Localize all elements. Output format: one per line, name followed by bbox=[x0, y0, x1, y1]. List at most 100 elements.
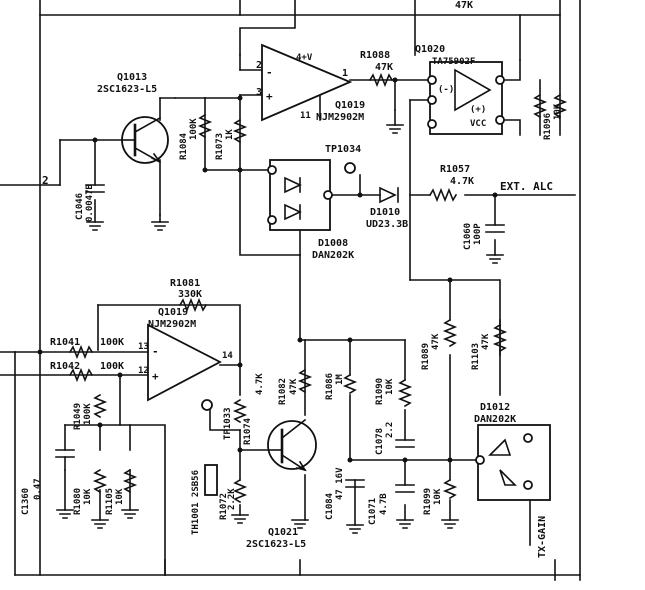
resistor-r1096: R1096 10K bbox=[532, 93, 568, 140]
diode-d1010: D1010 UD23.3B bbox=[366, 186, 408, 230]
resistor-r1081: R1081 330K bbox=[170, 278, 208, 313]
svg-text:100K: 100K bbox=[100, 337, 124, 348]
svg-text:NJM2902M: NJM2902M bbox=[148, 319, 196, 330]
svg-text:R1041: R1041 bbox=[50, 337, 80, 348]
svg-text:UD23.3B: UD23.3B bbox=[366, 219, 408, 230]
svg-text:14: 14 bbox=[222, 351, 233, 361]
svg-text:4.7B: 4.7B bbox=[379, 493, 389, 515]
svg-text:10K: 10K bbox=[433, 488, 443, 505]
svg-text:D1012: D1012 bbox=[480, 402, 510, 413]
resistor-r1086: R1086 1M bbox=[325, 373, 358, 400]
svg-text:+: + bbox=[266, 90, 273, 103]
svg-text:0.47: 0.47 bbox=[33, 478, 43, 500]
svg-text:0.0047B: 0.0047B bbox=[85, 183, 95, 222]
svg-text:4.7K: 4.7K bbox=[450, 176, 474, 187]
svg-text:2.2K: 2.2K bbox=[227, 488, 237, 510]
svg-text:TH1001 2SB56: TH1001 2SB56 bbox=[191, 470, 201, 535]
svg-text:R1042: R1042 bbox=[50, 361, 80, 372]
svg-text:2: 2 bbox=[256, 60, 262, 71]
svg-text:47K: 47K bbox=[431, 333, 441, 350]
svg-text:C1084: C1084 bbox=[325, 492, 335, 520]
svg-text:47K: 47K bbox=[375, 62, 393, 73]
svg-text:10K: 10K bbox=[83, 488, 93, 505]
svg-text:R1103: R1103 bbox=[471, 343, 481, 370]
svg-text:2.2: 2.2 bbox=[385, 422, 395, 438]
svg-text:Q1013: Q1013 bbox=[117, 72, 147, 83]
svg-text:4.7K: 4.7K bbox=[255, 373, 265, 395]
svg-text:11: 11 bbox=[300, 111, 311, 121]
svg-text:D1010: D1010 bbox=[370, 207, 400, 218]
svg-text:10K: 10K bbox=[385, 378, 395, 395]
svg-text:13: 13 bbox=[138, 342, 149, 352]
resistor-r1073: R1073 1K bbox=[215, 118, 248, 160]
svg-text:100P: 100P bbox=[473, 223, 483, 245]
svg-text:R1074: R1074 bbox=[243, 417, 253, 445]
resistor-r1088: R1088 47K bbox=[360, 50, 394, 88]
svg-text:Q1019: Q1019 bbox=[158, 307, 188, 318]
svg-text:47 16V: 47 16V bbox=[335, 467, 345, 500]
svg-text:D1008: D1008 bbox=[318, 238, 348, 249]
svg-text:47K: 47K bbox=[455, 0, 473, 11]
capacitor-c1084: C1084 47 16V bbox=[325, 467, 365, 520]
svg-text:R1099: R1099 bbox=[423, 488, 433, 515]
svg-text:C1071: C1071 bbox=[368, 498, 378, 525]
svg-text:NJM2902M: NJM2902M bbox=[316, 112, 364, 123]
resistor-r1105: R1105 10K bbox=[105, 468, 138, 515]
svg-text:+: + bbox=[152, 370, 159, 383]
svg-text:330K: 330K bbox=[178, 289, 202, 300]
capacitor-c1046: C1046 0.0047B bbox=[75, 183, 105, 222]
svg-text:3: 3 bbox=[256, 87, 262, 98]
ext-alc-label: EXT. ALC bbox=[500, 180, 553, 193]
resistor-r1103: R1103 47K bbox=[471, 323, 508, 370]
resistor-r1080: R1080 10K bbox=[73, 468, 108, 515]
svg-text:R1084: R1084 bbox=[179, 132, 189, 160]
svg-text:R1057: R1057 bbox=[440, 164, 470, 175]
resistor-r1072: R1072 2.2K bbox=[219, 478, 248, 520]
svg-text:R1081: R1081 bbox=[170, 278, 200, 289]
svg-text:R1072: R1072 bbox=[219, 493, 229, 520]
capacitor-c1078: C1078 2.2 bbox=[375, 422, 415, 455]
svg-text:1: 1 bbox=[342, 68, 348, 79]
resistor-r1090: R1090 10K bbox=[375, 378, 413, 408]
capacitor-c1071: C1071 4.7B bbox=[368, 484, 415, 525]
svg-text:C1046: C1046 bbox=[75, 193, 85, 220]
svg-text:(-): (-) bbox=[438, 85, 454, 95]
opamp-top: - + 2 3 1 4+V 11 Q1019 NJM2902M bbox=[256, 43, 365, 123]
capacitor-c1060: C1060 100P bbox=[463, 223, 505, 250]
svg-text:100K: 100K bbox=[83, 403, 93, 425]
svg-text:47K: 47K bbox=[481, 333, 491, 350]
svg-text:10K: 10K bbox=[115, 488, 125, 505]
capacitor-c1360: C1360 0.47 bbox=[21, 449, 75, 515]
resistor-r1099: R1099 10K bbox=[423, 478, 458, 515]
svg-text:R1049: R1049 bbox=[73, 403, 83, 430]
svg-text:C1060: C1060 bbox=[463, 223, 473, 250]
resistor-r1089: R1089 47K bbox=[421, 318, 458, 370]
wiring bbox=[0, 0, 581, 581]
svg-text:DAN202K: DAN202K bbox=[474, 414, 516, 425]
resistor-r1042: R1042 100K bbox=[50, 361, 124, 383]
svg-text:C1078: C1078 bbox=[375, 428, 385, 455]
transistor-q1013: Q1013 2SC1623-L5 bbox=[97, 72, 169, 164]
ic-right-q1020: (-) (+) VCC Q1020 TA75902F 47K bbox=[415, 0, 505, 135]
svg-text:-: - bbox=[266, 66, 273, 79]
svg-text:R1073: R1073 bbox=[215, 133, 225, 160]
resistor-r1082: R1082 47K bbox=[278, 368, 313, 405]
svg-text:R1082: R1082 bbox=[278, 378, 288, 405]
svg-text:TP1033: TP1033 bbox=[223, 407, 233, 440]
thermistor-th1001: TH1001 2SB56 bbox=[191, 464, 218, 535]
opamp-bottom: - + 13 12 14 Q1019 NJM2902M bbox=[138, 307, 233, 402]
svg-text:2SC1623-L5: 2SC1623-L5 bbox=[97, 84, 157, 95]
svg-text:R1088: R1088 bbox=[360, 50, 390, 61]
svg-text:1K: 1K bbox=[225, 129, 235, 140]
test-point-tp1033: TP1033 bbox=[201, 399, 233, 440]
resistor-r1049: R1049 100K bbox=[73, 393, 108, 430]
svg-text:2: 2 bbox=[42, 174, 49, 187]
svg-text:10K: 10K bbox=[553, 103, 563, 120]
svg-text:4+V: 4+V bbox=[296, 53, 313, 63]
svg-text:R1080: R1080 bbox=[73, 488, 83, 515]
tx-gain-label: TX-GAIN bbox=[537, 516, 548, 558]
svg-text:R1096: R1096 bbox=[543, 113, 553, 140]
transistor-q1021: Q1021 2SC1623-L5 bbox=[246, 418, 317, 550]
svg-text:12: 12 bbox=[138, 366, 149, 376]
